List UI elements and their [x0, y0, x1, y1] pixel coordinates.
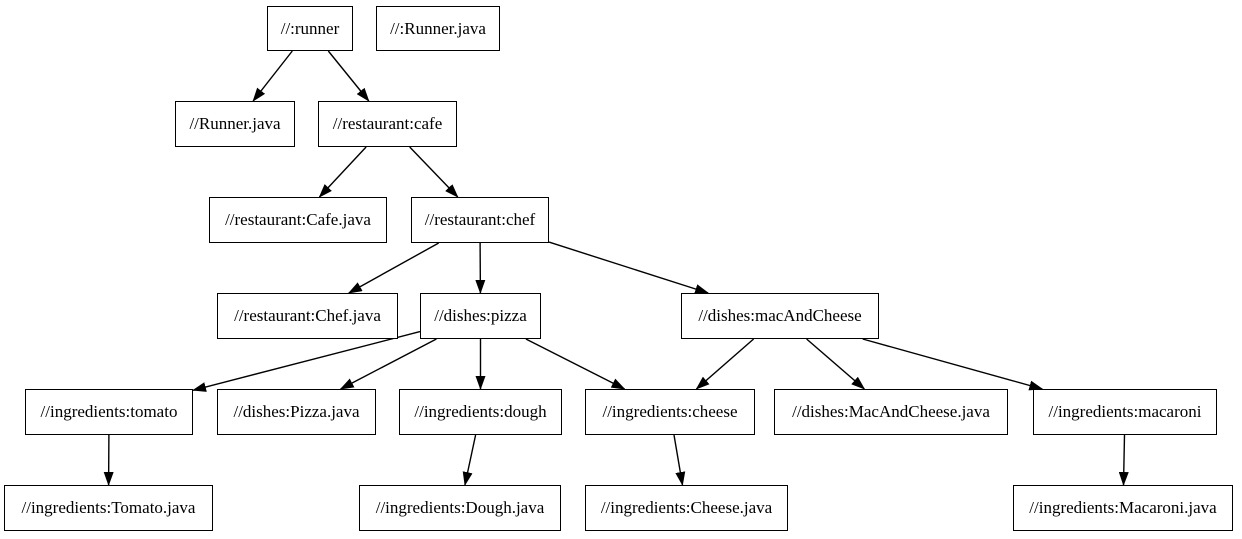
graph-edge-runner-to-runner-java	[252, 50, 293, 102]
graph-node-cheese: //ingredients:cheese	[585, 389, 755, 435]
graph-node-dough: //ingredients:dough	[399, 389, 562, 435]
graph-node-cafe: //restaurant:cafe	[318, 101, 457, 147]
graph-node-macandcheese: //dishes:macAndCheese	[681, 293, 879, 339]
graph-edge-dough-to-dough-java	[462, 434, 477, 486]
graph-node-label: //:Runner.java	[390, 18, 486, 38]
graph-node-label: //ingredients:macaroni	[1048, 402, 1202, 421]
graph-node-dough-java: //ingredients:Dough.java	[359, 485, 561, 531]
graph-node-label: //restaurant:chef	[424, 210, 536, 229]
graph-node-label: //restaurant:Chef.java	[234, 306, 381, 325]
graph-node-cafe-java: //restaurant:Cafe.java	[209, 197, 387, 243]
graph-node-pizza: //dishes:pizza	[420, 293, 541, 339]
graph-node-label: //ingredients:dough	[414, 402, 547, 421]
graph-edge-cheese-to-cheese-java	[673, 434, 686, 486]
graph-edge-chef-to-macandcheese	[548, 241, 710, 294]
graph-node-tomato-java: //ingredients:Tomato.java	[4, 485, 213, 531]
graph-node-macandcheese-java: //dishes:MacAndCheese.java	[774, 389, 1008, 435]
graph-node-label: //dishes:Pizza.java	[233, 402, 360, 421]
graph-edge-macaroni-to-macaroni-java	[1118, 434, 1129, 486]
graph-node-pizza-java: //dishes:Pizza.java	[217, 389, 376, 435]
graph-node-runner-java-src: //:Runner.java	[376, 6, 500, 51]
graph-edge-pizza-to-tomato	[192, 330, 421, 392]
graph-node-label: //Runner.java	[189, 114, 281, 133]
graph-node-label: //dishes:macAndCheese	[698, 306, 862, 325]
graph-node-macaroni-java: //ingredients:Macaroni.java	[1013, 485, 1233, 531]
graph-node-label: //ingredients:Dough.java	[375, 498, 545, 517]
graph-edge-macandcheese-to-cheese	[695, 338, 755, 390]
graph-node-chef: //restaurant:chef	[411, 197, 549, 243]
graph-node-label: //restaurant:Cafe.java	[225, 210, 371, 229]
graph-node-macaroni: //ingredients:macaroni	[1033, 389, 1217, 435]
graph-node-chef-java: //restaurant:Chef.java	[217, 293, 398, 339]
graph-edge-cafe-to-cafe-java	[318, 146, 367, 198]
graph-node-label: //ingredients:cheese	[602, 402, 738, 421]
graph-node-label: //ingredients:Macaroni.java	[1029, 498, 1217, 517]
graph-node-runner-java: //Runner.java	[175, 101, 295, 147]
graph-node-label: //dishes:pizza	[434, 306, 527, 325]
graph-node-label: //:runner	[280, 18, 340, 38]
graph-edge-chef-to-chef-java	[347, 242, 440, 294]
graph-node-label: //ingredients:tomato	[40, 402, 178, 421]
graph-node-label: //ingredients:Tomato.java	[21, 498, 196, 517]
graph-node-runner: //:runner	[267, 6, 353, 51]
graph-node-label: //restaurant:cafe	[332, 114, 443, 133]
graph-node-tomato: //ingredients:tomato	[25, 389, 193, 435]
graph-edge-pizza-to-pizza-java	[339, 338, 437, 390]
graph-edge-pizza-to-cheese	[525, 338, 626, 390]
graph-edge-cafe-to-chef	[409, 146, 459, 198]
graph-edge-macandcheese-to-macandcheese-java	[806, 338, 866, 390]
graph-node-label: //ingredients:Cheese.java	[600, 498, 773, 517]
graph-edge-macandcheese-to-macaroni	[862, 338, 1044, 391]
graph-node-cheese-java: //ingredients:Cheese.java	[585, 485, 788, 531]
graph-node-label: //dishes:MacAndCheese.java	[792, 402, 990, 421]
graph-edge-runner-to-cafe	[327, 50, 370, 102]
